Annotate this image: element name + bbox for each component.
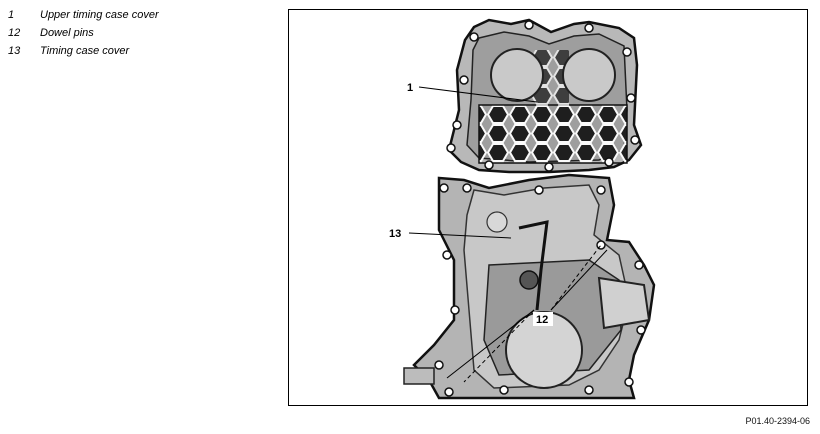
- callout-12: 12: [536, 314, 548, 326]
- legend-number: 12: [8, 27, 21, 39]
- legend: 1 Upper timing case cover 12 Dowel pins …: [8, 6, 159, 60]
- legend-item: 12 Dowel pins: [8, 24, 159, 42]
- timing-case-drawing: 1 13 12: [389, 18, 656, 400]
- legend-label: Upper timing case cover: [40, 9, 159, 21]
- callout-1: 1: [407, 82, 413, 94]
- legend-label: Dowel pins: [40, 27, 94, 39]
- upper-timing-case-cover: [446, 18, 643, 174]
- legend-label: Timing case cover: [40, 45, 130, 57]
- callout-13: 13: [389, 228, 401, 240]
- legend-number: 13: [8, 45, 21, 57]
- callout-12-bg: [533, 312, 553, 326]
- callout-leaders: [408, 86, 608, 383]
- technical-illustration: 1 13 12: [288, 9, 808, 406]
- figure-caption: P01.40-2394-06: [745, 416, 810, 426]
- legend-item: 1 Upper timing case cover: [8, 6, 159, 24]
- timing-case-cover: [403, 173, 656, 400]
- legend-number: 1: [8, 9, 15, 21]
- legend-item: 13 Timing case cover: [8, 42, 159, 60]
